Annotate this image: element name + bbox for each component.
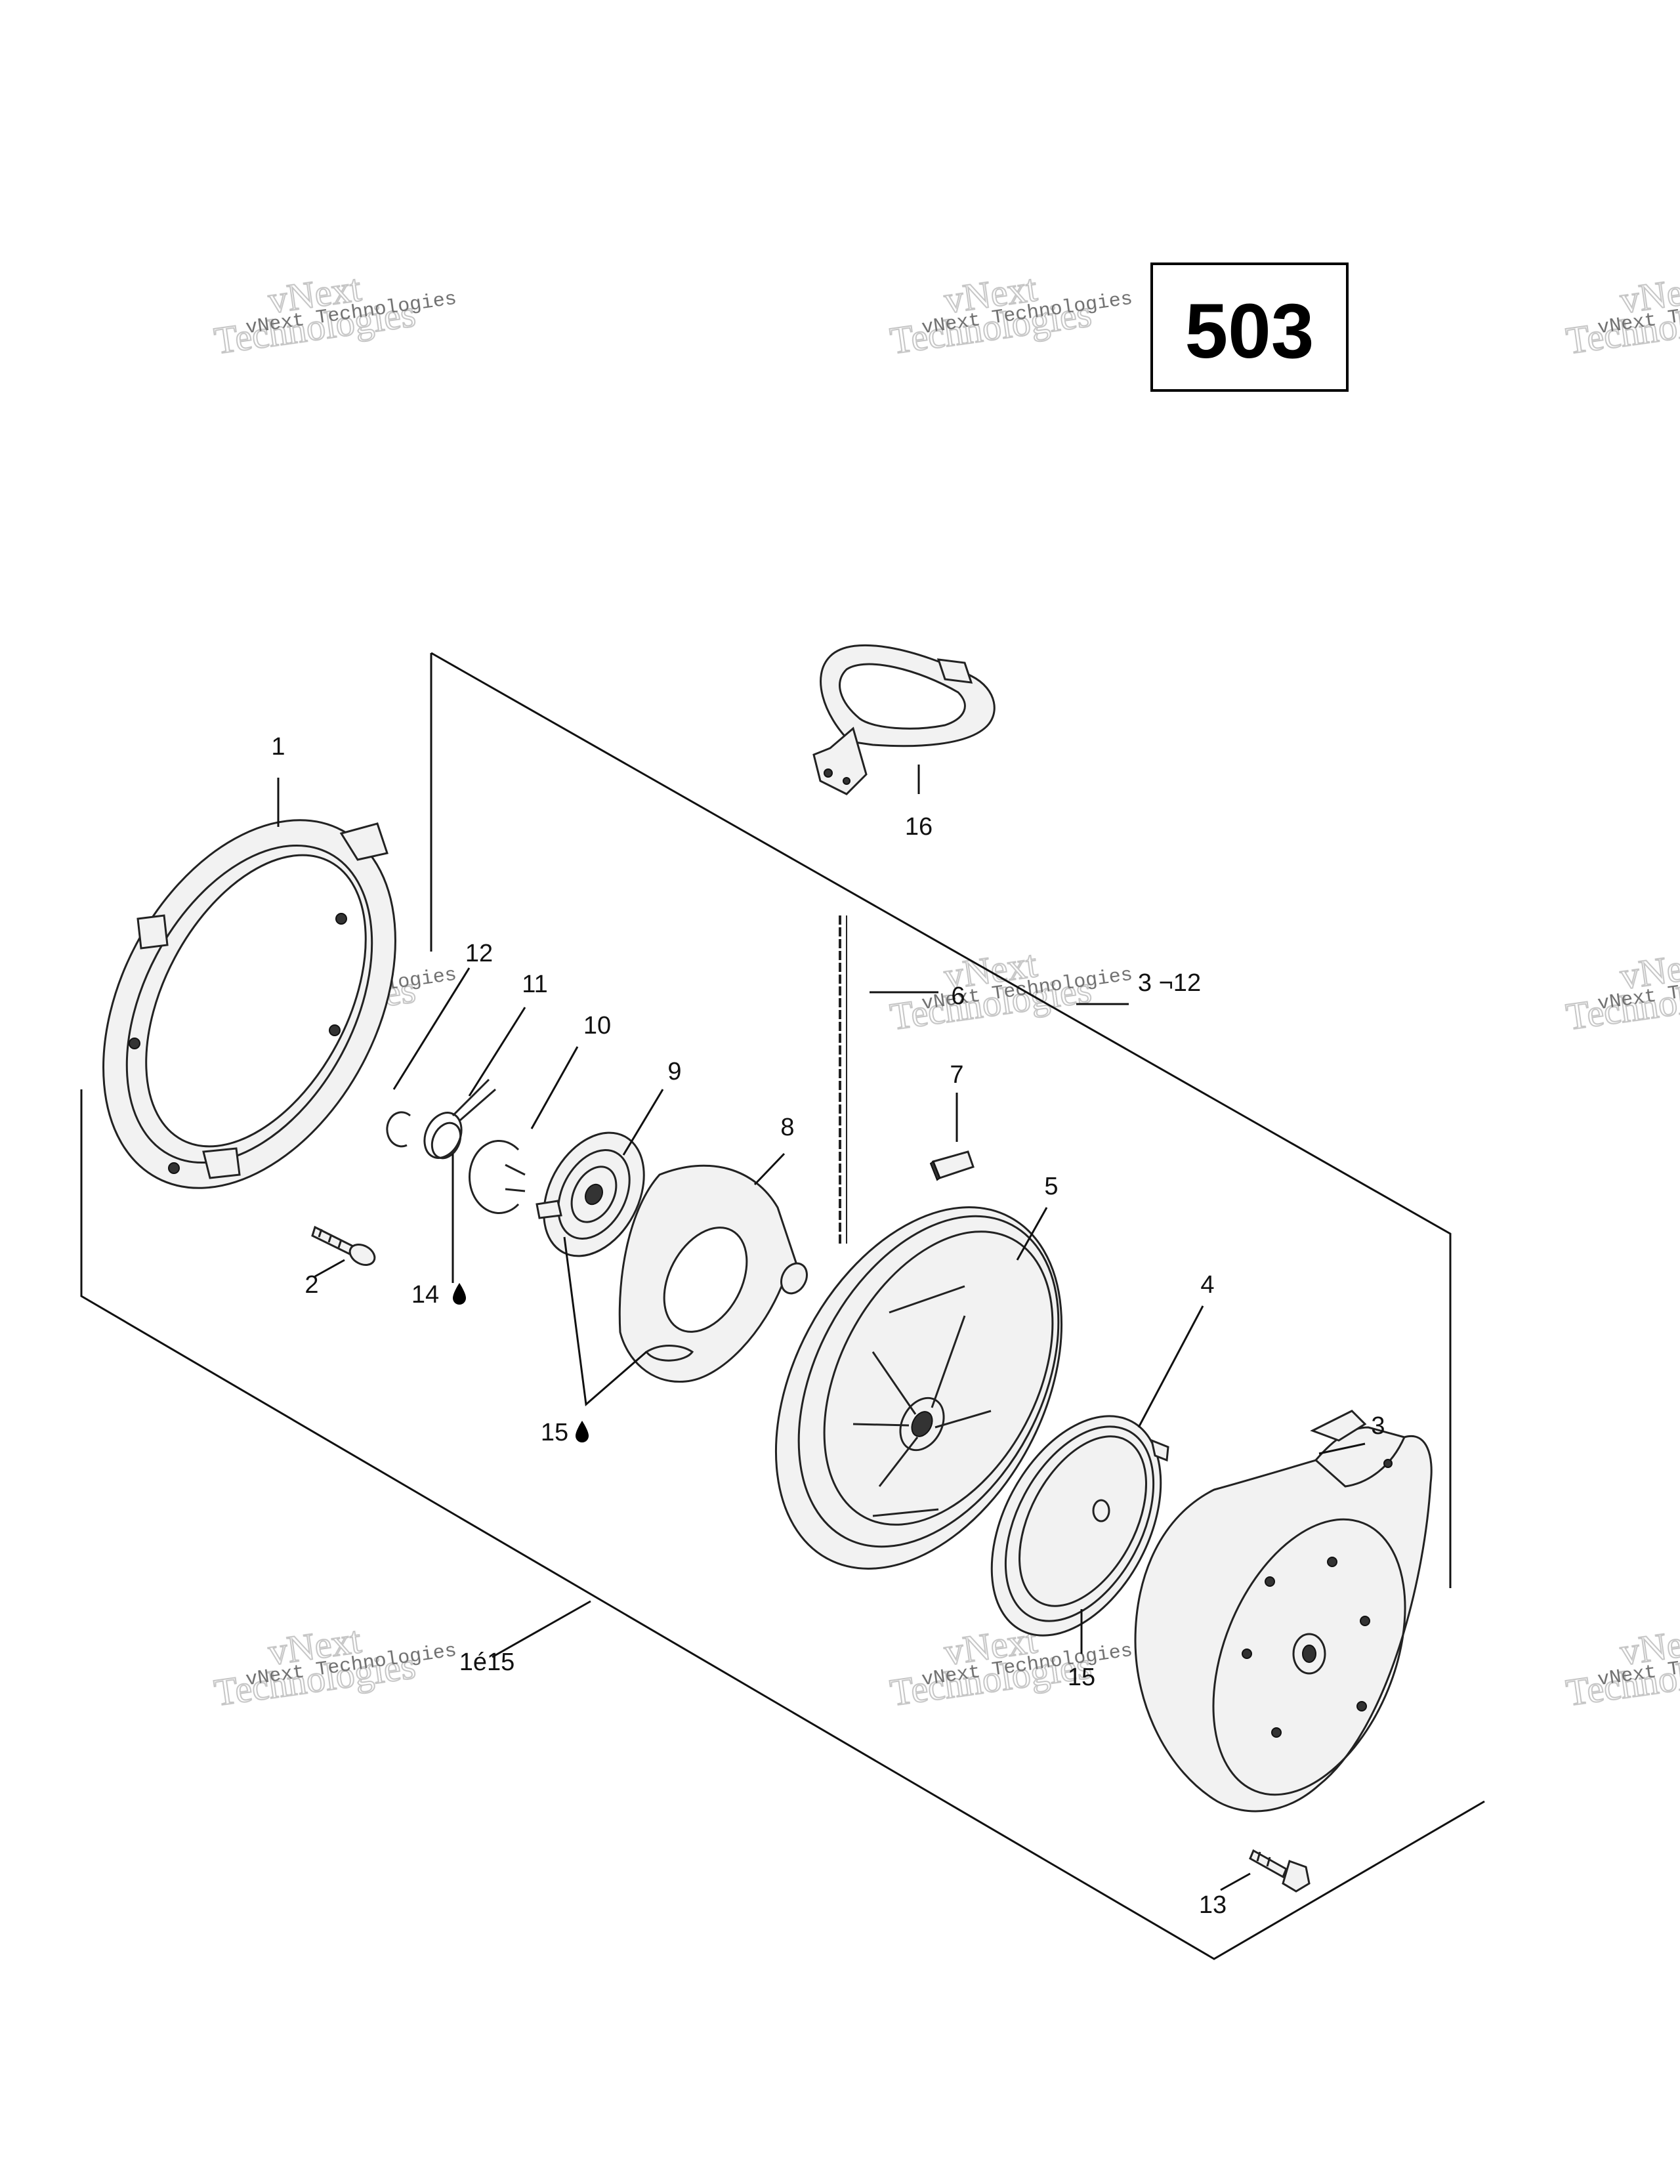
callout-5: 5 — [1044, 1173, 1058, 1200]
callout-range-1-15: 1é15 — [459, 1648, 515, 1676]
starter-rope-part — [839, 915, 847, 1244]
callout-13: 13 — [1199, 1891, 1227, 1919]
guide-plate-part — [618, 1164, 808, 1383]
callout-3: 3 — [1371, 1412, 1385, 1440]
callout-11: 11 — [522, 971, 547, 998]
callout-9: 9 — [667, 1058, 681, 1085]
rewind-spring-part — [990, 1415, 1169, 1637]
callout-1: 1 — [271, 733, 285, 761]
callout-labels: 1 2 3 4 5 6 7 8 9 10 11 12 13 14 15 15 1… — [271, 733, 1385, 1919]
oil-drop-icon — [453, 1283, 466, 1305]
callout-range-3-12: 3 ¬12 — [1138, 969, 1201, 997]
callout-4: 4 — [1200, 1271, 1214, 1299]
key-part — [929, 1150, 975, 1181]
callout-14: 14 — [411, 1281, 439, 1309]
screw-part — [311, 1225, 376, 1267]
e-clip-part — [469, 1140, 526, 1214]
callout-15: 15 — [541, 1419, 568, 1446]
callout-10: 10 — [583, 1012, 611, 1040]
page-number-box: 503 — [1150, 262, 1349, 392]
callout-12: 12 — [465, 940, 493, 967]
pulley-part — [774, 1206, 1063, 1570]
handle-part — [812, 644, 996, 795]
callout-2: 2 — [304, 1271, 318, 1299]
pawl-disc-part — [536, 1131, 645, 1257]
assembly-boundary — [80, 652, 1485, 1960]
bolt-part — [1249, 1849, 1311, 1893]
housing-ring-part — [102, 819, 396, 1189]
callout-leaders — [277, 765, 1366, 1891]
callout-15-alt: 15 — [1068, 1664, 1095, 1691]
oil-drop-icon — [576, 1421, 589, 1442]
callout-16: 16 — [905, 813, 933, 841]
callout-8: 8 — [780, 1114, 794, 1141]
spring-part — [423, 1078, 496, 1160]
clip-part — [386, 1111, 411, 1148]
callout-7: 7 — [950, 1061, 963, 1089]
starter-cover-part — [1134, 1410, 1433, 1813]
page-number: 503 — [1185, 288, 1314, 375]
callout-6: 6 — [951, 982, 965, 1010]
